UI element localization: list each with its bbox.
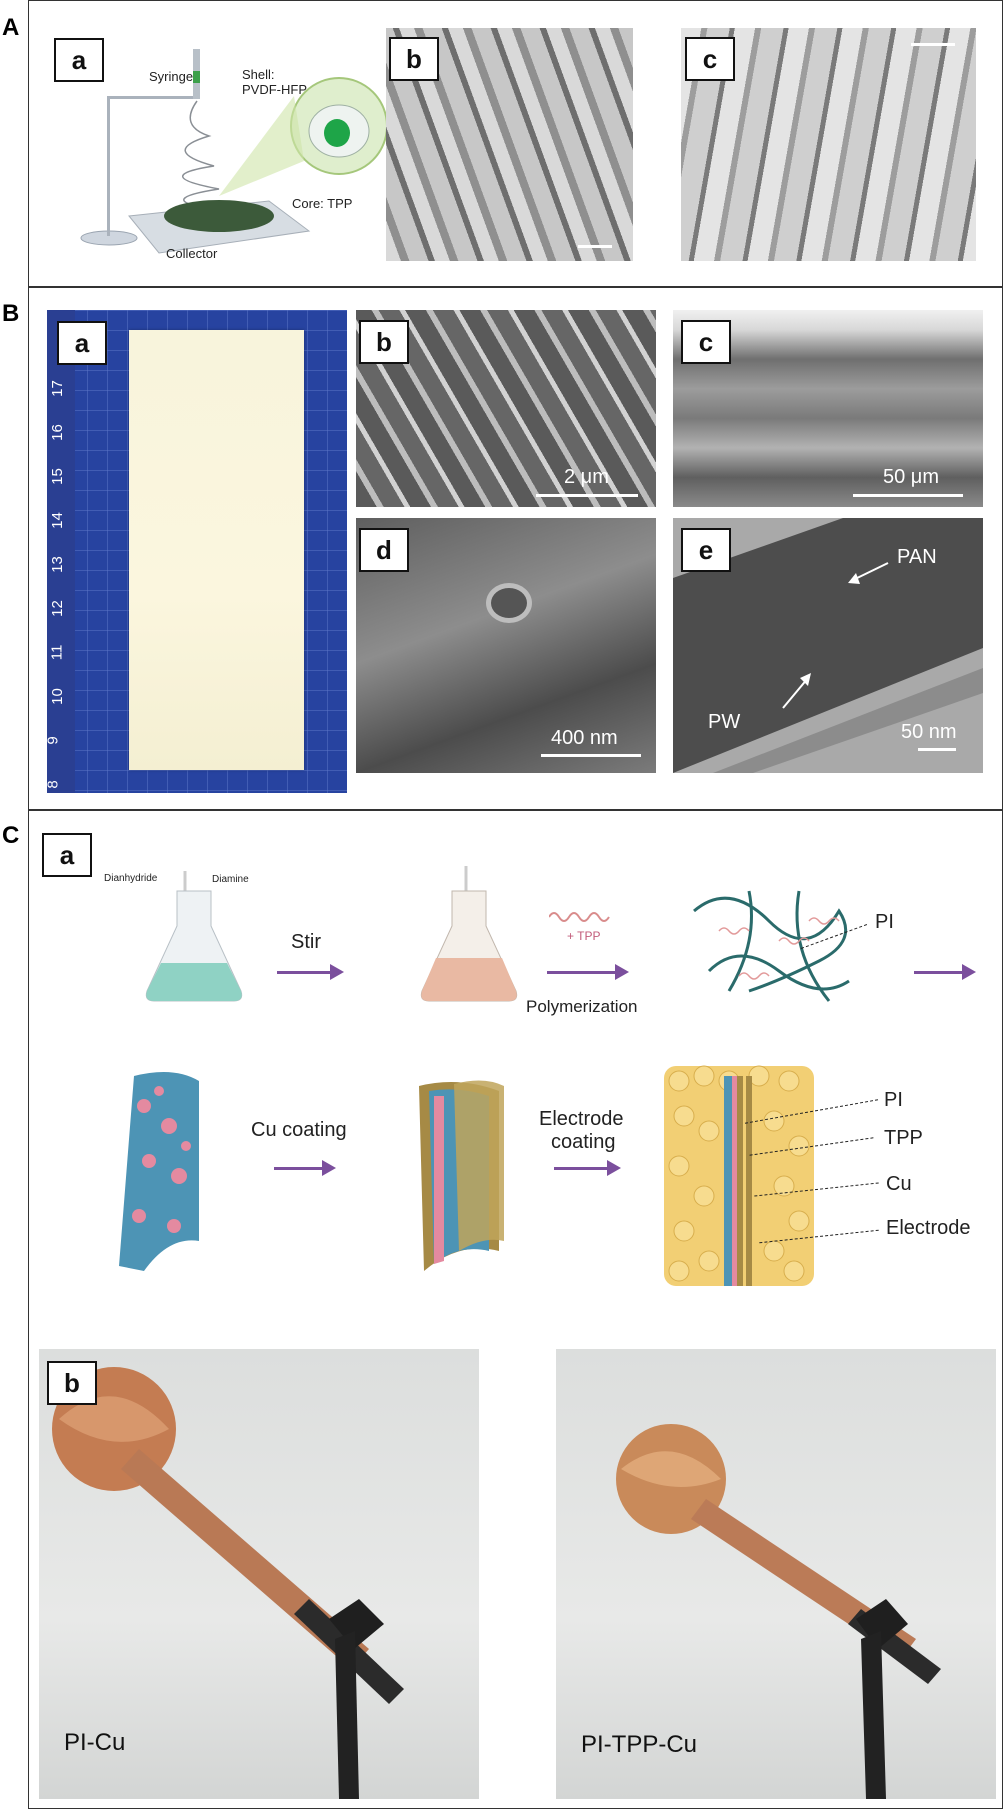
scale-bar xyxy=(536,494,638,497)
membrane-photo: 17 16 15 14 13 12 11 10 9 8 xyxy=(47,310,347,793)
ruler-tick: 15 xyxy=(48,468,66,485)
photo-pi-cu: PI-Cu xyxy=(39,1349,479,1799)
panel-C: a Dianhydride Diamine Stir + TPP Polymer… xyxy=(28,810,1003,1809)
ruler-tick: 16 xyxy=(48,424,66,441)
polymerization-label: Polymerization xyxy=(526,997,638,1016)
ruler-tick: 8 xyxy=(47,780,62,788)
electrode-coated-membrane-illustration xyxy=(664,1056,814,1296)
shell-material-label: PVDF-HFP xyxy=(242,82,307,97)
ruler-tick: 9 xyxy=(47,736,62,744)
pi-cu-caption: PI-Cu xyxy=(64,1729,126,1756)
layer-cu-label: Cu xyxy=(886,1173,912,1195)
diamine-label: Diamine xyxy=(212,874,249,885)
pw-label: PW xyxy=(708,711,741,733)
electrode-coating-label-1: Electrode xyxy=(539,1108,624,1130)
pan-label: PAN xyxy=(897,546,937,568)
cu-coating-label: Cu coating xyxy=(251,1119,347,1141)
sublabel-C-a: a xyxy=(42,833,92,877)
scale-text: 400 nm xyxy=(551,727,618,749)
panel-B: 17 16 15 14 13 12 11 10 9 8 a 2 μm b 50 … xyxy=(28,287,1003,810)
panel-A: a Syringe Shell: PVDF-HFP Core: TPP Coll… xyxy=(28,0,1003,287)
panel-label-B: B xyxy=(2,300,20,327)
scale-bar xyxy=(578,245,612,248)
flask-icon xyxy=(139,871,249,1006)
pi-tpp-membrane-illustration xyxy=(114,1066,209,1281)
sublabel-C-b: b xyxy=(47,1361,97,1405)
sublabel-A-b: b xyxy=(389,37,439,81)
panel-label-C: C xyxy=(2,822,20,849)
core-label: Core: TPP xyxy=(292,196,353,211)
scale-text: 50 μm xyxy=(883,466,939,488)
layer-tpp-label: TPP xyxy=(884,1127,923,1149)
tpp-wave-icon xyxy=(549,909,614,925)
cu-coated-membrane-illustration xyxy=(404,1066,509,1281)
ruler-tick: 10 xyxy=(48,688,66,705)
tem-image-B-e: PAN PW 50 nm xyxy=(673,518,983,773)
arrow-icon xyxy=(547,964,629,980)
layer-electrode-label: Electrode xyxy=(886,1217,971,1239)
sublabel-A-a: a xyxy=(54,38,104,82)
sublabel-B-c: c xyxy=(681,320,731,364)
arrow-icon xyxy=(277,964,344,980)
ruler-tick: 11 xyxy=(48,644,66,661)
membrane-sample xyxy=(129,330,304,770)
shell-label: Shell: xyxy=(242,67,275,82)
flask-icon xyxy=(414,866,524,1006)
ruler-tick: 14 xyxy=(48,512,66,529)
pi-top-label: PI xyxy=(875,911,894,933)
ruler-tick: 12 xyxy=(48,600,66,617)
arrow-icon xyxy=(914,964,976,980)
syringe-label: Syringe xyxy=(149,69,194,84)
ruler-ticks: 17 16 15 14 13 12 11 10 9 8 xyxy=(47,380,75,790)
electrospinning-illustration xyxy=(69,31,389,271)
photo-pi-tpp-cu: PI-TPP-Cu xyxy=(556,1349,996,1799)
scale-bar xyxy=(541,754,641,757)
ruler-tick: 17 xyxy=(48,380,66,397)
electrode-coating-label-2: coating xyxy=(551,1131,616,1153)
arrow-icon xyxy=(274,1160,336,1176)
sublabel-B-d: d xyxy=(359,528,409,572)
panel-label-A: A xyxy=(2,14,20,41)
pi-tpp-cu-caption: PI-TPP-Cu xyxy=(581,1731,698,1758)
polymer-network-illustration xyxy=(689,881,874,1006)
layer-pi-label: PI xyxy=(884,1089,903,1111)
scale-bar xyxy=(853,494,963,497)
scale-text: 2 μm xyxy=(564,466,609,488)
sublabel-B-b: b xyxy=(359,320,409,364)
arrow-icon xyxy=(554,1160,621,1176)
tpp-label: + TPP xyxy=(567,929,601,943)
scale-bar xyxy=(918,748,956,751)
dianhydride-label: Dianhydride xyxy=(104,873,158,884)
ruler-tick: 13 xyxy=(48,556,66,573)
sublabel-B-a: a xyxy=(57,321,107,365)
hollow-fiber-crosssection xyxy=(486,583,532,623)
scale-bar xyxy=(911,43,955,46)
sublabel-A-c: c xyxy=(685,37,735,81)
stir-label: Stir xyxy=(291,931,321,953)
sublabel-B-e: e xyxy=(681,528,731,572)
collector-label: Collector xyxy=(166,246,218,261)
scale-text: 50 nm xyxy=(901,721,957,743)
